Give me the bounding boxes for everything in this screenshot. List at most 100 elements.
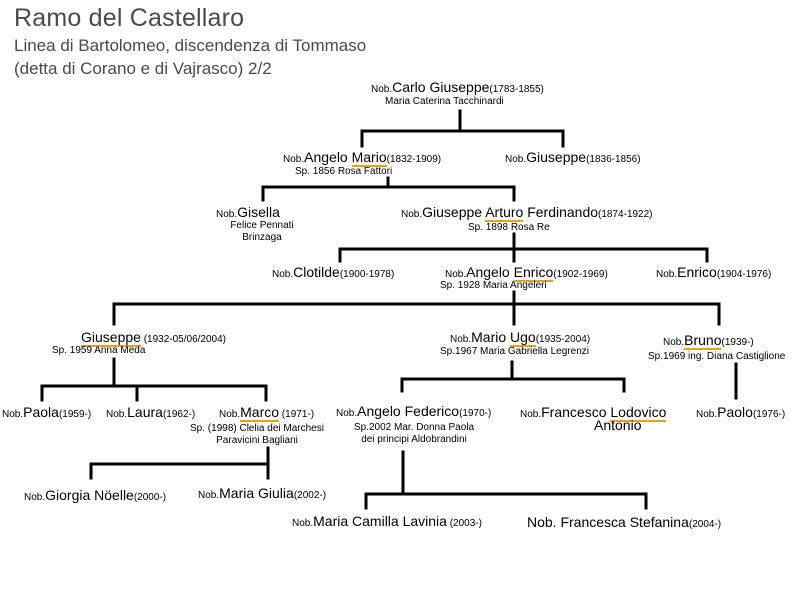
person-dates: (1959-) [58,409,92,420]
title-prefix: Nob. [371,84,393,95]
spouse-line: Sp.2002 Mar. Donna Paola [353,422,475,433]
title-prefix: Nob. [520,409,542,420]
person-francesca: Nob. Francesca Stefanina(2004-) [527,515,721,531]
person-dates: (1935-2004) [535,334,591,345]
person-dates: (1904-1976) [716,269,772,280]
person-name: Maria Giulia [219,485,294,501]
person-laura: Nob.Laura(1962-) [106,405,195,421]
spouse-info: Sp.1969 ing. Diana Castiglione [648,351,786,362]
person-dates: (1836-1856) [586,154,641,165]
person-name: Nob. Francesca Stefanina [527,514,689,530]
person-dates: (1976-) [752,409,786,420]
person-name: Enrico [677,264,717,280]
person-mario-ugo: Nob.Mario Ugo(1935-2004) [450,329,591,347]
person-paola: Nob.Paola(1959-) [2,405,91,421]
person-name: Ferdinando [523,204,599,220]
title-prefix: Nob. [198,490,220,501]
spouse-line: dei principi Aldobrandini [361,434,467,445]
person-giuseppe-arturo: Nob.Giuseppe Arturo Ferdinando(1874-1922… [401,204,653,222]
person-dates: (1939-) [721,337,754,348]
person-angelo-enrico: Nob.Angelo Enrico(1902-1969) [445,264,608,282]
person-carlo-giuseppe: Nob.Carlo Giuseppe(1783-1855) [371,80,544,96]
person-name: Paolo [717,404,753,420]
person-giorgia: Nob.Giorgia Nöelle(2000-) [24,488,166,504]
title-prefix: Nob. [283,154,305,165]
person-name: Angelo Federico [357,403,460,419]
person-name: Carlo Giuseppe [392,79,490,95]
person-paolo: Nob.Paolo(1976-) [696,405,785,421]
person-name: Mario [471,329,511,345]
spouse-info: Sp. 1898 Rosa Re [468,222,550,233]
person-angelo-federico: Nob.Angelo Federico(1970-) [336,404,491,420]
title-prefix: Nob. [219,409,241,420]
title-prefix: Nob. [450,334,472,345]
title-prefix: Nob. [656,269,678,280]
spouse-info: Sp.1967 Maria Gabriella Legrenzi [440,346,589,357]
person-name-highlight: Bruno [684,332,722,350]
person-name: Gisella [237,204,280,220]
person-giuseppe-1932: Giuseppe (1932-05/06/2004) [81,329,227,347]
spouse-info: Felice Pennati Brinzaga [222,220,302,244]
title-prefix: Nob. [272,269,294,280]
person-francesco-line2: Antonio [594,418,641,434]
spouse-info: Sp. 1856 Rosa Fattori [295,166,393,177]
person-dates: (1900-1978) [339,269,395,280]
person-name: Angelo [304,149,352,165]
person-clotilde: Nob.Clotilde(1900-1978) [272,265,394,281]
person-name: Giuseppe [422,204,486,220]
person-enrico: Nob.Enrico(1904-1976) [656,265,771,281]
person-dates: (1962-) [162,409,196,420]
person-bruno: Nob.Bruno(1939-) [663,332,754,350]
page-subtitle-line: (detta di Corano e di Vajrasco) 2/2 [14,59,272,78]
person-name: Paola [23,404,59,420]
spouse-line: Brinzaga [242,232,282,243]
title-prefix: Nob. [106,409,128,420]
person-dates: (2002-) [293,490,327,501]
person-name-highlight: Lodovico [610,404,667,422]
person-name-highlight: Enrico [513,264,554,282]
person-dates: (2003-) [446,518,482,529]
person-name: Angelo [466,264,514,280]
title-prefix: Nob. [2,409,24,420]
person-name: Giuseppe [526,149,587,165]
person-dates: (2000-) [133,492,167,503]
person-name: Antonio [594,417,642,433]
title-prefix: Nob. [505,154,527,165]
person-gisella: Nob.Gisella [216,205,280,221]
page-subtitle-line: Linea di Bartolomeo, discendenza di Tomm… [14,36,367,55]
person-dates: (1832-1909) [386,154,442,165]
person-name: Francesco [541,404,611,420]
spouse-line: Felice Pennati [230,220,294,231]
person-dates: (1971-) [279,409,315,420]
person-name: Clotilde [293,264,340,280]
person-dates: (1970-) [459,408,492,419]
title-prefix: Nob. [24,492,46,503]
title-prefix: Nob. [445,269,467,280]
person-name: Laura [127,404,163,420]
person-dates: (1902-1969) [553,269,608,280]
person-name: Giorgia Nöelle [45,487,134,503]
spouse-line: Paravicini Bagliani [216,435,298,446]
person-maria-camilla: Nob.Maria Camilla Lavinia (2003-) [292,514,482,530]
person-maria-giulia: Nob.Maria Giulia(2002-) [198,486,326,502]
person-name-highlight: Arturo [485,204,524,222]
person-dates: (1874-1922) [598,209,653,220]
person-dates: (2004-) [688,519,722,530]
spouse-info: Sp. (1998) Clelia dei Marchesi Paravicin… [172,423,342,447]
spouse-info: Sp.2002 Mar. Donna Paola dei principi Al… [336,422,492,446]
person-dates: (1783-1855) [489,84,544,95]
spouse-info: Maria Caterina Tacchinardi [385,96,504,107]
title-prefix: Nob. [216,209,238,220]
person-marco: Nob.Marco (1971-) [219,404,315,422]
title-prefix: Nob. [663,337,685,348]
person-name: Maria Camilla Lavinia [313,513,447,529]
spouse-info: Sp. 1959 Anna Meda [52,345,146,356]
person-name-highlight: Mario [351,149,387,167]
person-giuseppe-1836: Nob.Giuseppe(1836-1856) [505,150,641,166]
title-prefix: Nob. [401,209,423,220]
title-prefix: Nob. [292,518,314,529]
spouse-line: Sp. (1998) Clelia dei Marchesi [190,423,324,434]
person-francesco: Nob.Francesco Lodovico [520,404,667,422]
person-dates: (1932-05/06/2004) [140,334,227,345]
